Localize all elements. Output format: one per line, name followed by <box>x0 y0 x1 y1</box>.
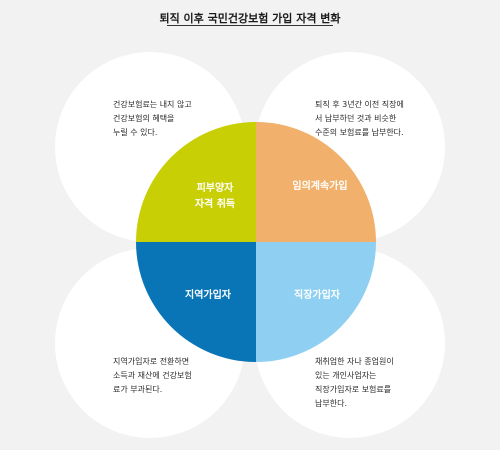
description-top-right: 퇴직 후 3년간 이전 직장에 서 납부하던 것과 비슷한 수준의 보험료를 납… <box>315 100 404 137</box>
description-top-left: 건강보험료는 내지 않고 건강보험의 혜택을 누릴 수 있다. <box>113 100 192 137</box>
quadrant-dependent-label: 피부양자 자격 취득 <box>194 182 236 211</box>
title-underline <box>167 25 333 26</box>
quadrant-regional-subscriber-label: 지역가입자 <box>185 289 231 301</box>
description-bottom-left: 지역가입자로 전환하면 소득과 재산에 건강보험 료가 부과된다. <box>113 357 192 394</box>
quadrant-voluntary-continued-label: 임의계속가입 <box>292 180 348 192</box>
description-bottom-right: 채취업한 자나 종업원이 있는 개인사업자는 직장가입자로 보험료를 납부한다. <box>315 357 394 408</box>
quadrant-workplace-subscriber-label: 직장가입자 <box>294 289 340 301</box>
diagram-title: 퇴직 이후 국민건강보험 가입 자격 변화 <box>159 12 341 25</box>
